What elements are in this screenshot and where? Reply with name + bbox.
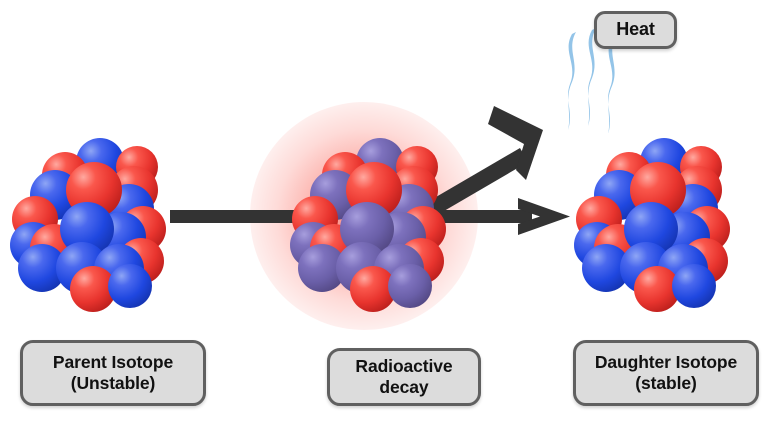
- daughter-isotope-label-text: Daughter Isotope (stable): [594, 351, 738, 393]
- daughter-isotope-nucleus: [574, 138, 730, 312]
- parent-isotope-label: Parent Isotope (Unstable): [20, 340, 206, 406]
- decaying-nucleus: [290, 138, 446, 312]
- parent-isotope-label-text: Parent Isotope (Unstable): [52, 351, 174, 393]
- daughter-isotope-label: Daughter Isotope (stable): [573, 340, 759, 406]
- parent-isotope-nucleus: [10, 138, 166, 312]
- heat-wave-squiggles: [558, 28, 628, 134]
- nucleon-neutron: [108, 264, 152, 308]
- nucleon-neutron-excited: [388, 264, 432, 308]
- heat-label-text: Heat: [616, 19, 655, 40]
- nucleon-neutron: [672, 264, 716, 308]
- radioactive-decay-label: Radioactive decay: [327, 348, 481, 406]
- radioactive-decay-label-text: Radioactive decay: [355, 355, 453, 397]
- decay-to-daughter-arrow: [440, 196, 572, 238]
- heat-label: Heat: [594, 11, 677, 49]
- parent-to-decay-arrow: [170, 205, 320, 227]
